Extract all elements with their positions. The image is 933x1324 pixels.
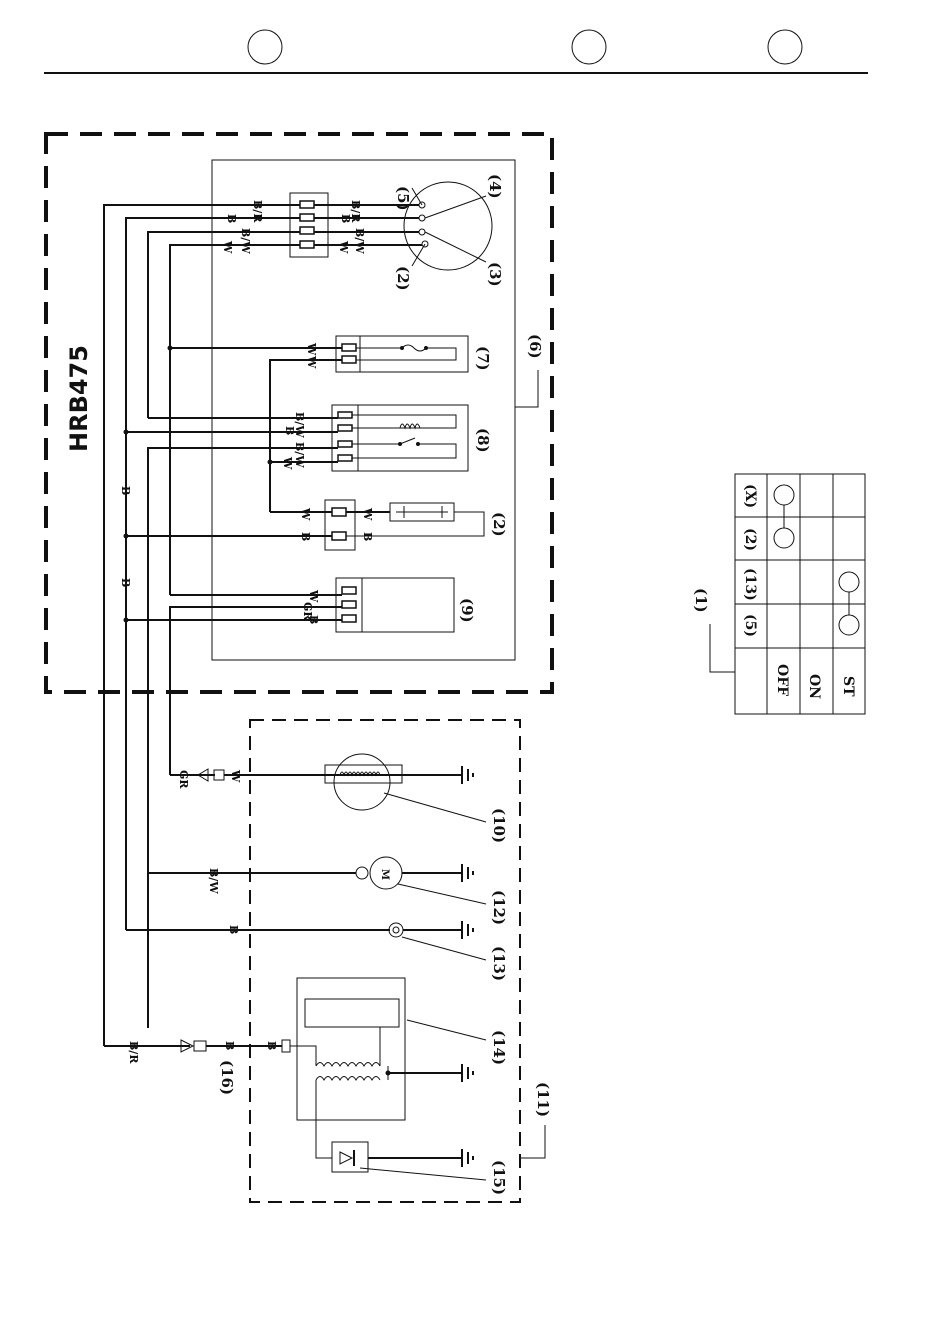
wire-label: W: [307, 589, 320, 603]
callout: (2): [490, 512, 508, 537]
engine-boundary: [250, 720, 520, 1202]
callout: (10): [490, 808, 508, 843]
callout: (9): [458, 598, 476, 623]
control-module: [336, 578, 454, 632]
callout-labels: (5) (4) (3) (2) (7) (6) (8) (2) (9) (10)…: [218, 174, 710, 1195]
wire-label: B: [361, 532, 374, 541]
callout: (5): [394, 186, 412, 211]
wire-label: B: [225, 214, 238, 223]
contact-circle: [839, 572, 859, 592]
contact-circle: [774, 528, 794, 548]
language-marker-circle: [768, 30, 802, 64]
ignition-switch: [290, 182, 492, 270]
callout: (7): [474, 346, 492, 371]
wire-label: W: [337, 240, 350, 254]
wire-label: B/W: [353, 228, 366, 254]
wire-label: B: [283, 426, 296, 435]
wire-label: B/R: [251, 200, 264, 223]
wire-label: W: [221, 240, 234, 254]
callout: (3): [486, 262, 504, 287]
wire-label: W: [305, 342, 318, 356]
engine-sensor: [126, 921, 486, 960]
wire-label: B/W: [239, 228, 252, 254]
model-label: HRB475: [65, 345, 93, 452]
callout-bracket-11: [520, 1125, 545, 1158]
wire-b-main: [126, 218, 300, 930]
wire-label: B: [299, 532, 312, 541]
wire-label: B: [339, 214, 352, 223]
wire-label: B: [307, 615, 320, 624]
wire-label: B: [227, 925, 240, 934]
table-row-label: ST: [840, 676, 856, 697]
motor-symbol: M: [379, 869, 390, 880]
relay-component: [332, 405, 468, 471]
wire-label: W: [281, 456, 294, 470]
callout: (8): [474, 428, 492, 453]
callout: (11): [534, 1082, 552, 1117]
wire-label: B/R: [127, 1041, 140, 1064]
language-marker-circle: [248, 30, 282, 64]
ignition-unit: [104, 978, 486, 1158]
switch-position-table: (5) (13) (2) (X) OFF ON ST: [710, 474, 865, 714]
callout-bracket-6: [515, 370, 538, 407]
starter-motor: [148, 857, 486, 904]
contact-circle: [774, 485, 794, 505]
table-row-label: ON: [806, 674, 822, 699]
table-row-label: OFF: [774, 664, 790, 696]
callout: (1): [692, 588, 710, 613]
table-column-header: (2): [742, 528, 758, 551]
callout: (14): [490, 1030, 508, 1065]
wire-label: W: [361, 507, 374, 521]
wire-label: B: [265, 1041, 278, 1050]
fuse-component: [336, 336, 468, 372]
wire-label: B: [119, 486, 132, 495]
inline-component: [325, 500, 484, 550]
spark-plug: [332, 1142, 486, 1180]
callout: (15): [490, 1160, 508, 1195]
alternator-component: [170, 754, 486, 822]
wire-br-main: [104, 205, 300, 1046]
wire-label: B/W: [207, 868, 220, 894]
wire-label: B: [119, 578, 132, 587]
table-column-header: (X): [742, 484, 758, 508]
header: [44, 30, 868, 73]
callout: (16): [218, 1060, 236, 1095]
wire-label: B: [223, 1041, 236, 1050]
table-column-header: (13): [742, 568, 758, 601]
wire-label: W: [305, 355, 318, 369]
callout: (4): [486, 174, 504, 199]
callout: (2): [394, 266, 412, 291]
wire-label: W: [299, 507, 312, 521]
wire-w-switch: [170, 245, 300, 595]
table-column-header: (5): [742, 614, 758, 637]
callout: (13): [490, 946, 508, 981]
wire-label: GR: [177, 770, 190, 789]
contact-circle: [839, 615, 859, 635]
wire-label: W: [229, 769, 242, 783]
callout: (6): [526, 334, 544, 359]
callout: (12): [490, 890, 508, 925]
language-marker-circle: [572, 30, 606, 64]
